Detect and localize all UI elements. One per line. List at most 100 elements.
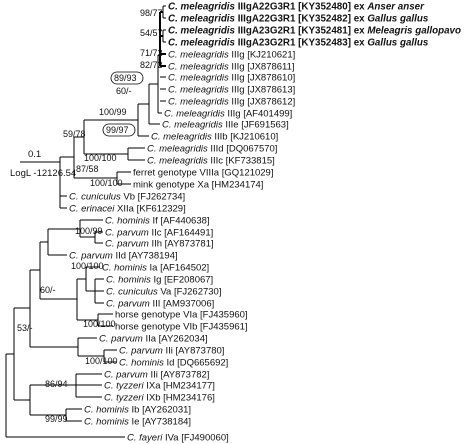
tip-accession: horse genotype VIa [FJ435960] [115, 310, 248, 321]
tip-label: horse genotype VIb [FJ435961] [115, 322, 248, 333]
tip-label: horse genotype VIa [FJ435960] [115, 310, 248, 321]
tip-species-name: C. fayeri [127, 433, 163, 444]
node-support-labels: 98/7754/5771/7282/7289/9360/-100/9959/78… [17, 8, 163, 424]
tip-accession: Ig [EF208067] [151, 275, 213, 286]
tip-accession: IIc [AF164491] [149, 228, 213, 239]
node-support-value: 82/72 [140, 60, 163, 70]
tip-label: C. meleagridis IIIg [JX878610] [168, 73, 295, 84]
tip-host-name: Anser anser [366, 2, 425, 13]
tip-species-name: C. cuniculus [106, 287, 158, 298]
node-support-value: 100/100 [83, 319, 116, 329]
tip-accession: IIIb [KJ210610] [212, 132, 279, 143]
tip-label: C. tyzzeri IXb [HM234176] [104, 393, 215, 404]
tip-host-name: Gallus gallus [367, 14, 429, 25]
tip-accession: IIIe [JF691563] [223, 120, 289, 131]
tip-label: C. parvum IIa [AY262034] [99, 334, 208, 345]
tip-label: C. hominis Ie [AY738184] [84, 417, 191, 428]
highlight-circle [110, 71, 144, 85]
tip-accession: IIIc [KF733815] [208, 156, 275, 167]
tip-label: C. meleagridis IIIe [JF691563] [162, 120, 289, 131]
tip-label: C. meleagridis IIIb [KJ210610] [151, 132, 278, 143]
tip-label: C. parvum III [AM937006] [106, 299, 214, 310]
tip-species-name: C. erinacei [69, 204, 115, 215]
node-support-value: 86/94 [45, 379, 68, 389]
tip-species-name: C. meleagridis [162, 120, 223, 131]
tip-accession: IXb [HM234176] [144, 393, 215, 404]
node-support-value: 89/93 [114, 73, 137, 83]
tip-accession: IXa [HM234177] [144, 381, 215, 392]
tip-species-name: C. hominis [119, 358, 164, 369]
tip-label: C. meleagridis IIIc [KF733815] [147, 156, 275, 167]
tip-label: C. cuniculus Va [FJ262730] [106, 287, 221, 298]
tip-label: C. hominis Ig [EF208067] [106, 275, 213, 286]
tip-label: C. meleagridis IIIgA23G2R1 [KY352483] ex… [168, 38, 429, 49]
tip-label: C. erinacei XIIa [KF612329] [69, 204, 186, 215]
tip-species-name: C. parvum [104, 370, 148, 381]
tip-accession: IIIg [JX878613] [229, 85, 296, 96]
tip-accession: mink genotype Xa [HM234174] [133, 180, 263, 191]
node-support-value: 60/- [116, 86, 132, 96]
tip-label: C. meleagridis IIIg [JX878611] [168, 62, 295, 73]
node-support-value: 99/97 [106, 125, 129, 135]
node-support-value: 59/78 [63, 129, 86, 139]
node-support-value: 100/99 [75, 226, 103, 236]
tip-species-name: C. parvum [106, 299, 150, 310]
node-support-value: 60/- [40, 285, 56, 295]
tip-label: C. hominis If [AF440638] [105, 216, 210, 227]
node-support-value: 100/99 [99, 107, 127, 117]
tip-accession: IIIgA23G2R1 [KY352483] ex [235, 38, 367, 49]
node-support-value: 100/100 [90, 178, 123, 188]
tip-species-name: C. meleagridis [168, 26, 236, 37]
tip-label: C. hominis Id [DQ665692] [119, 358, 228, 369]
tip-accession: IIId [DQ067570] [208, 144, 278, 155]
log-likelihood-label: LogL -12126.54 [10, 168, 76, 179]
tip-species-name: C. parvum [105, 228, 149, 239]
tip-species-name: C. parvum [69, 251, 113, 262]
tip-species-name: C. meleagridis [147, 156, 208, 167]
tip-accession: III [AM937006] [150, 299, 214, 310]
tip-label: C. hominis Ia [AF164502] [102, 263, 209, 274]
tip-accession: IIIg [AF401499] [225, 109, 293, 120]
tip-label: ferret genotype VIIIa [GQ121029] [133, 168, 273, 179]
tip-host-name: Gallus gallus [367, 38, 429, 49]
tip-label: C. meleagridis IIIg [KJ210621] [168, 50, 295, 61]
tip-label: C. parvum IIc [AF164491] [105, 228, 213, 239]
tip-species-name: C. cuniculus [69, 192, 121, 203]
node-support-value: 100/100 [84, 153, 117, 163]
tip-accession: If [AF440638] [150, 216, 210, 227]
tip-accession: Ia [AF164502] [147, 263, 209, 274]
tip-label: C. tyzzeri IXa [HM234177] [104, 381, 215, 392]
tip-accession: horse genotype VIb [FJ435961] [115, 322, 248, 333]
tip-accession: IVa [FJ490060] [162, 433, 228, 444]
tip-accession: IIIgA22G3R1 [KY352482] ex [235, 14, 367, 25]
tip-species-name: C. meleagridis [168, 38, 236, 49]
tip-label: mink genotype Xa [HM234174] [133, 180, 263, 191]
node-support-value: 71/72 [140, 48, 163, 58]
tip-species-name: C. hominis [84, 417, 129, 428]
tip-label: C. meleagridis IIIg [JX878613] [168, 85, 295, 96]
tip-species-name: C. hominis [105, 216, 150, 227]
tip-species-name: C. hominis [84, 405, 129, 416]
tip-label: C. meleagridis IIIg [AF401499] [164, 109, 292, 120]
tip-label: C. meleagridis IIIgA22G3R1 [KY352482] ex… [168, 14, 429, 25]
tip-label: C. parvum IIi [AY873780] [119, 346, 224, 357]
tip-species-name: C. meleagridis [168, 62, 229, 73]
tip-accession: Va [FJ262730] [158, 287, 222, 298]
tip-species-name: C. meleagridis [168, 14, 236, 25]
tip-species-name: C. meleagridis [168, 97, 229, 108]
tip-species-name: C. tyzzeri [104, 381, 144, 392]
tip-accession: ferret genotype VIIIa [GQ121029] [133, 168, 273, 179]
node-support-value: 99/99 [45, 414, 68, 424]
tip-accession: IIIgA23G2R1 [KY352481] ex [235, 26, 367, 37]
tip-species-name: C. meleagridis [151, 132, 212, 143]
node-support-value: 87/58 [76, 164, 99, 174]
tip-accession: IIi [AY873780] [163, 346, 225, 357]
node-support-value: 100/100 [85, 356, 118, 366]
tip-accession: XIIa [KF612329] [114, 204, 185, 215]
scale-bar: 0.1 LogL -12126.54 [10, 149, 76, 179]
tip-accession: IIIg [KJ210621] [229, 50, 296, 61]
tip-accession: IIa [AY262034] [143, 334, 208, 345]
tip-species-name: C. meleagridis [164, 109, 225, 120]
tip-accession: IIIg [JX878612] [229, 97, 296, 108]
